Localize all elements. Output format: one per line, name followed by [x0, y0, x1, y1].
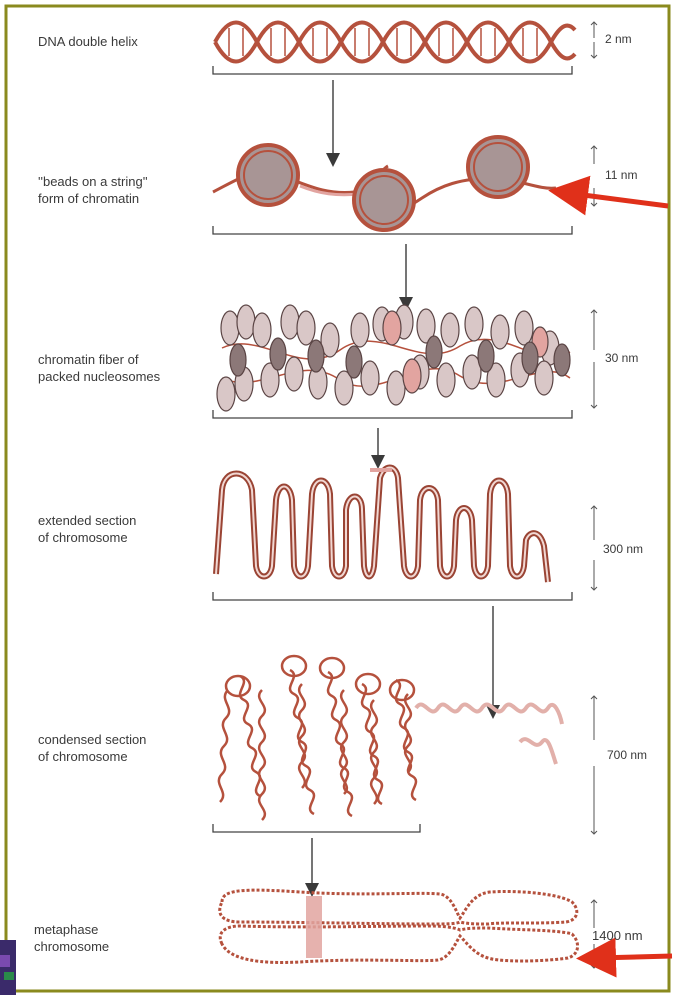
extended-chromosome-section — [216, 468, 548, 583]
beads-on-a-string — [213, 137, 556, 230]
bracket — [213, 66, 572, 74]
figure-border — [6, 6, 669, 991]
scale-label-11nm: 11 nm — [605, 168, 637, 182]
scale-label-700nm: 700 nm — [607, 748, 647, 762]
bracket — [213, 824, 420, 832]
bracket — [213, 410, 572, 418]
nucleosome-bead — [354, 170, 414, 230]
dna-double-helix — [215, 23, 575, 62]
condensed-chromosome-section — [219, 656, 416, 820]
scale-label-1400nm: 1400 nm — [592, 928, 643, 943]
nucleosome-bead — [468, 137, 528, 197]
corner-image-fragment — [0, 940, 16, 995]
metaphase-chromosome — [220, 890, 578, 962]
chromatin-fiber — [217, 305, 570, 411]
pointer-arrow-red — [568, 193, 668, 206]
stage-label-dna-double-helix: DNA double helix — [38, 33, 138, 50]
scale-label-300nm: 300 nm — [603, 542, 643, 556]
stage-label-beads-on-a-string: ''beads on a string''form of chromatin — [38, 173, 148, 207]
scale-label-30nm: 30 nm — [605, 351, 638, 365]
nucleosome-bead — [238, 145, 298, 205]
uncoiled-strand — [416, 705, 562, 724]
bracket — [213, 592, 572, 600]
scale-label-2nm: 2 nm — [605, 32, 632, 46]
pointer-arrow-red — [596, 956, 672, 958]
